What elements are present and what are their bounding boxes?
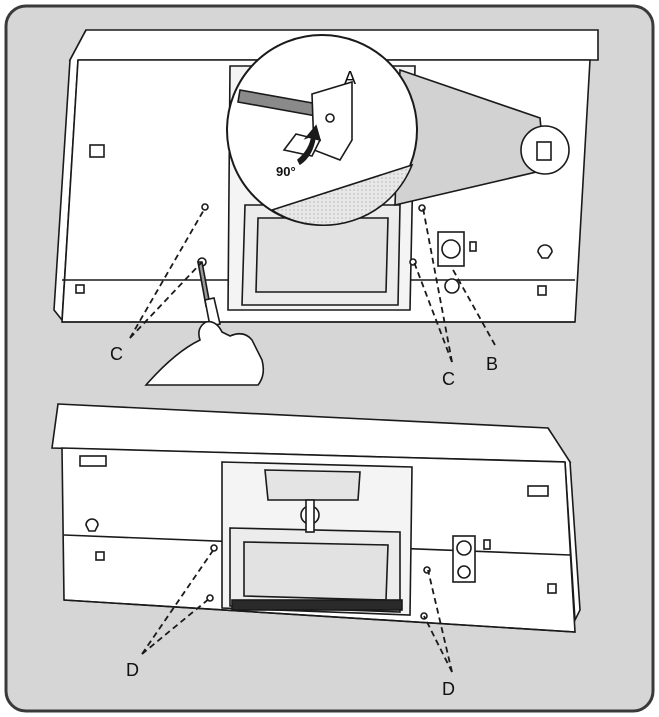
leader-lines — [129, 207, 496, 673]
label-b: B — [486, 354, 498, 374]
label-a: A — [344, 68, 356, 88]
leader-c-left-1 — [129, 207, 206, 339]
leader-b — [451, 267, 496, 346]
label-d-left: D — [126, 660, 139, 680]
label-c-left: C — [110, 344, 123, 364]
magnifier-shaded-area — [270, 163, 414, 227]
leader-c-left-2 — [129, 261, 203, 339]
top-left-clip — [89, 144, 105, 158]
label-d-right: D — [442, 679, 455, 699]
label-c-right: C — [442, 369, 455, 389]
label-angle: 90° — [276, 164, 296, 179]
hand — [144, 320, 265, 386]
leader-c-right-1 — [413, 261, 453, 363]
top-knockout-b — [441, 239, 461, 259]
leader-d-left-1 — [141, 548, 215, 655]
hand-with-screwdriver — [144, 261, 265, 386]
leader-d-left-2 — [141, 597, 211, 655]
bottom-hood — [51, 403, 581, 633]
leader-d-right-2 — [423, 615, 453, 673]
magnifier-callout — [226, 34, 570, 227]
leader-d-right-1 — [427, 569, 453, 673]
leader-c-right-2 — [422, 207, 453, 363]
